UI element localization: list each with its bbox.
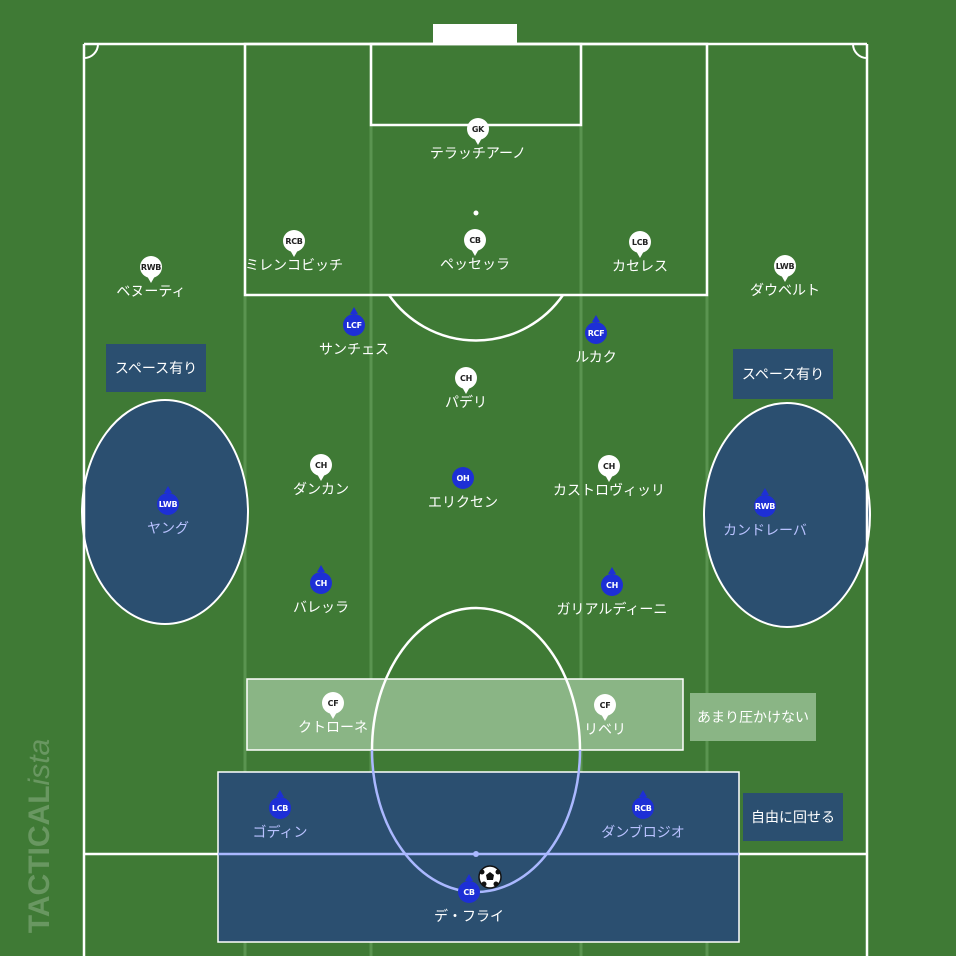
- player-name: クトローネ: [298, 720, 368, 736]
- penalty-spot: [473, 210, 479, 216]
- note-no-press: あまり圧かけない: [690, 693, 816, 741]
- marker-pin: [147, 276, 155, 283]
- marker-pin: [317, 565, 325, 572]
- player-name: バレッラ: [293, 600, 349, 616]
- player-position-badge: OH: [452, 467, 474, 489]
- corner-arc-right: [852, 43, 868, 59]
- player-position-badge: CF: [322, 692, 344, 714]
- marker-pin: [608, 567, 616, 574]
- player-name: エリクセン: [428, 495, 498, 511]
- player-position-badge: CH: [601, 574, 623, 596]
- marker-pin: [462, 387, 470, 394]
- player-name: カンドレーバ: [723, 523, 807, 539]
- corner-arc-left: [83, 43, 99, 59]
- marker-pin: [290, 250, 298, 257]
- marker-pin: [329, 712, 337, 719]
- player-position-badge: LCF: [343, 314, 365, 336]
- player-position-badge: RCF: [585, 322, 607, 344]
- note-free-circulation: 自由に回せる: [743, 793, 843, 841]
- build-up-zone: [217, 771, 740, 943]
- player-position-badge: CB: [458, 881, 480, 903]
- player-position-badge: LCB: [629, 231, 651, 253]
- marker-pin: [601, 714, 609, 721]
- penalty-arc: [387, 294, 565, 342]
- player-position-badge: RWB: [754, 495, 776, 517]
- ball-icon: [478, 865, 502, 889]
- player-position-badge: CH: [598, 455, 620, 477]
- player-name: ダンブロジオ: [601, 825, 685, 841]
- player-position-badge: LWB: [774, 255, 796, 277]
- player-position-badge: CH: [310, 454, 332, 476]
- player-position-badge: CB: [464, 229, 486, 251]
- marker-pin: [471, 249, 479, 256]
- watermark-main: TACTICAL: [23, 785, 56, 934]
- center-circle-upper: [370, 606, 582, 751]
- player-position-badge: CF: [594, 694, 616, 716]
- player-name: サンチェス: [319, 342, 389, 358]
- player-name: ダンカン: [293, 482, 349, 498]
- marker-pin: [465, 874, 473, 881]
- goal: [433, 24, 517, 44]
- player-name: ゴディン: [252, 825, 308, 841]
- center-spot: [473, 851, 479, 857]
- player-name: ガリアルディーニ: [556, 602, 668, 618]
- player-name: ルカク: [575, 350, 617, 366]
- player-position-badge: CH: [310, 572, 332, 594]
- space-zone-right: [703, 402, 871, 628]
- player-position-badge: RWB: [140, 256, 162, 278]
- marker-pin: [164, 486, 172, 493]
- player-name: ヤング: [147, 521, 189, 537]
- player-name: ミレンコビッチ: [245, 258, 343, 274]
- marker-pin: [276, 790, 284, 797]
- marker-pin: [605, 475, 613, 482]
- player-name: ベヌーティ: [116, 284, 186, 300]
- player-position-badge: RCB: [283, 230, 305, 252]
- player-name: デ・フライ: [434, 909, 504, 925]
- player-name: リベリ: [584, 722, 626, 738]
- marker-pin: [781, 275, 789, 282]
- marker-pin: [639, 790, 647, 797]
- watermark-suffix: ista: [23, 738, 56, 786]
- player-name: テラッチアーノ: [429, 146, 527, 162]
- player-position-badge: CH: [455, 367, 477, 389]
- player-name: パデリ: [445, 395, 487, 411]
- player-name: ダウベルト: [750, 283, 820, 299]
- player-name: カセレス: [612, 259, 668, 275]
- player-name: ペッセッラ: [440, 257, 510, 273]
- player-position-badge: LCB: [269, 797, 291, 819]
- note-space-right: スペース有り: [733, 349, 833, 399]
- marker-pin: [592, 315, 600, 322]
- watermark-logo: TACTICALista: [23, 739, 57, 933]
- note-space-left: スペース有り: [106, 344, 206, 392]
- marker-pin: [636, 251, 644, 258]
- marker-pin: [350, 307, 358, 314]
- marker-pin: [317, 474, 325, 481]
- player-position-badge: RCB: [632, 797, 654, 819]
- marker-pin: [761, 488, 769, 495]
- player-name: カストロヴィッリ: [553, 483, 665, 499]
- marker-pin: [474, 138, 482, 145]
- player-position-badge: GK: [467, 118, 489, 140]
- press-zone: [246, 678, 684, 751]
- player-position-badge: LWB: [157, 493, 179, 515]
